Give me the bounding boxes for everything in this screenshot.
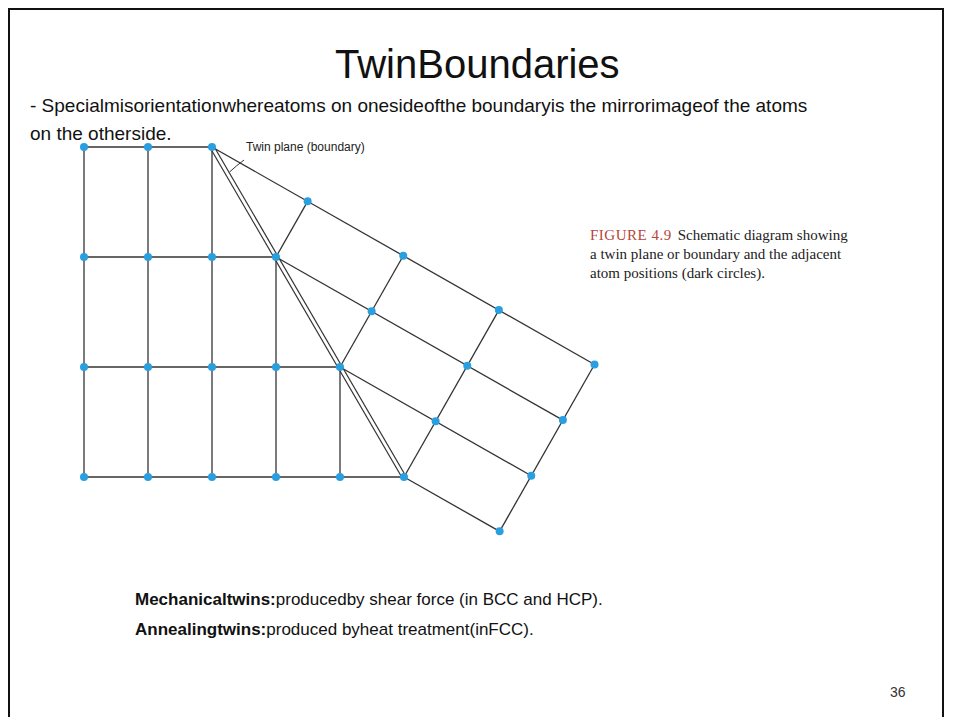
- atom-dot: [208, 363, 216, 371]
- lattice-line: [211, 147, 212, 477]
- note-line-box: Annealingtwins:produced byheat treatment…: [135, 620, 534, 640]
- lattice-line: [84, 476, 404, 477]
- atom-dot: [144, 473, 152, 481]
- figure-caption: FIGURE 4.9: [590, 227, 672, 243]
- figure-caption-box: FIGURE 4.9Schematic diagram showing a tw…: [590, 226, 858, 283]
- atom-dot: [272, 253, 280, 261]
- lattice-line: [276, 257, 563, 420]
- note-text: producedby shear force (in BCC and HCP).: [276, 590, 603, 609]
- atom-dot: [336, 473, 344, 481]
- slide-title: TwinBoundaries: [335, 42, 620, 86]
- lattice-line: [500, 364, 595, 531]
- lattice-line: [84, 256, 276, 257]
- lattice-line: [340, 256, 403, 367]
- atom-dot: [272, 473, 280, 481]
- lattice-line: [276, 201, 308, 257]
- atom-dot: [144, 363, 152, 371]
- atom-dot: [144, 253, 152, 261]
- note-text: Annealingtwins:: [135, 620, 266, 639]
- atom-dot: [80, 473, 88, 481]
- atom-dot: [336, 363, 344, 371]
- lattice-line: [147, 147, 148, 477]
- atom-dot: [432, 417, 440, 425]
- twin-plane-line: [214, 146, 406, 476]
- atom-dot: [208, 143, 216, 151]
- lattice-line: [404, 310, 499, 477]
- note-text: Mechanicaltwins:: [135, 590, 276, 609]
- atom-dot: [591, 360, 599, 368]
- lattice-line: [83, 147, 84, 477]
- bullet-text: - Specialmisorientationwhereatoms on one…: [30, 95, 807, 144]
- atom-dot: [272, 363, 280, 371]
- note-line-box: Mechanicaltwins:producedby shear force (…: [135, 590, 603, 610]
- slide-title-box: TwinBoundaries: [335, 42, 620, 87]
- atom-dot: [400, 473, 408, 481]
- lattice-line: [404, 477, 500, 531]
- atom-dot: [495, 306, 503, 314]
- twin-plane-label-box: Twin plane (boundary): [244, 140, 367, 154]
- bullet-text-box: - Specialmisorientationwhereatoms on one…: [30, 92, 810, 148]
- atom-dot: [559, 416, 567, 424]
- atom-dot: [80, 253, 88, 261]
- atom-dot: [208, 473, 216, 481]
- twin-plane-label: Twin plane (boundary): [246, 140, 365, 154]
- atom-dot: [304, 197, 312, 205]
- page-number: 36: [890, 684, 906, 700]
- lattice-line: [339, 367, 340, 477]
- lattice-line: [212, 147, 595, 364]
- atom-dot: [80, 363, 88, 371]
- atom-dot: [496, 527, 504, 535]
- atom-dot: [368, 307, 376, 315]
- leader-line: [230, 160, 244, 172]
- atom-dot: [399, 252, 407, 260]
- atom-dot: [527, 472, 535, 480]
- atom-dot: [80, 143, 88, 151]
- atom-dot: [208, 253, 216, 261]
- note-text: produced byheat treatment(inFCC).: [266, 620, 533, 639]
- twin-plane-line: [210, 148, 402, 478]
- atom-dot: [463, 362, 471, 370]
- page-number-box: 36: [890, 684, 906, 700]
- atom-dot: [144, 143, 152, 151]
